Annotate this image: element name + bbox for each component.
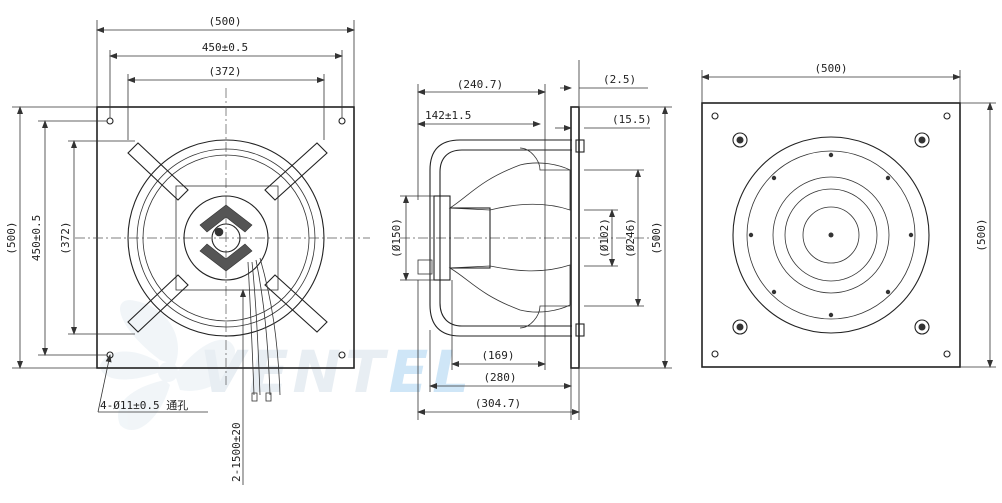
front-hub-fins <box>199 204 253 272</box>
rear-ring-3 <box>772 176 890 294</box>
rear-dim-right: (500) <box>975 218 988 251</box>
rear-ring-2 <box>746 150 916 320</box>
side-dim-500: (500) <box>650 221 663 254</box>
side-dim-d150: (Ø150) <box>390 218 403 258</box>
side-dims-top: (240.7) (2.5) 142±1.5 (15.5) <box>417 60 652 200</box>
rear-dims: (500) (500) <box>701 62 996 368</box>
front-dim-top-inner: (372) <box>208 65 241 78</box>
front-view: (500) 450±0.5 (372) (500) 450±0.5 (372) <box>5 15 370 485</box>
rear-ring-5 <box>802 206 860 264</box>
front-dim-left-holes: 450±0.5 <box>30 215 43 261</box>
front-plate <box>96 106 355 369</box>
side-dim-280: (280) <box>483 371 516 384</box>
watermark-brand-main: VENT <box>200 338 389 406</box>
front-ring-2 <box>136 148 316 328</box>
rear-plate <box>701 102 961 368</box>
rear-ring-4 <box>784 188 878 282</box>
side-dims-vertical: (Ø150) (Ø102) (Ø246) (500) <box>390 106 672 369</box>
front-motor-hub <box>183 195 269 281</box>
front-dim-top-overall: (500) <box>208 15 241 28</box>
front-cable-note-text: 2-1500±20 <box>230 422 243 482</box>
side-dim-304: (304.7) <box>475 397 521 410</box>
front-cables <box>247 257 281 402</box>
side-dim-240: (240.7) <box>457 78 503 91</box>
svg-text:VENTEL: VENTEL <box>200 338 473 406</box>
side-dim-d102: (Ø102) <box>598 218 611 258</box>
front-hole-note: 4-Ø11±0.5 通孔 <box>97 354 208 413</box>
side-dim-142: 142±1.5 <box>425 109 471 122</box>
side-motor <box>417 195 491 281</box>
side-dims-bottom: (169) (280) (304.7) <box>417 280 580 420</box>
rear-corner-holes <box>711 112 951 358</box>
front-dim-left-inner: (372) <box>59 221 72 254</box>
side-bolts <box>575 139 585 337</box>
side-dim-15-5: (15.5) <box>612 113 652 126</box>
front-dims-top: (500) 450±0.5 (372) <box>96 15 355 140</box>
front-hole-note-text: 4-Ø11±0.5 通孔 <box>100 399 188 412</box>
front-ring-3 <box>142 154 310 322</box>
side-dim-d246: (Ø246) <box>624 218 637 258</box>
side-view: (240.7) (2.5) 142±1.5 (15.5) (Ø150) (Ø10… <box>390 60 672 420</box>
watermark: VENTEL <box>100 300 473 431</box>
rear-view: (500) (500) <box>701 62 996 368</box>
front-inner-square <box>175 185 279 291</box>
front-dim-left-overall: (500) <box>5 221 18 254</box>
front-dims-left: (500) 450±0.5 (372) <box>5 106 135 369</box>
side-plate <box>570 106 580 369</box>
side-frame <box>429 139 572 337</box>
rear-ring-holes <box>748 152 914 318</box>
side-blades <box>448 147 571 329</box>
watermark-brand-accent: EL <box>389 338 474 406</box>
front-guard-bars <box>127 142 328 333</box>
front-dim-top-holes: 450±0.5 <box>202 41 248 54</box>
side-dim-2-5: (2.5) <box>603 73 636 86</box>
front-cable-note: 2-1500±20 <box>230 289 246 485</box>
rear-bolt-bosses <box>732 132 930 335</box>
side-dim-169: (169) <box>481 349 514 362</box>
rear-ring-outer <box>732 136 930 334</box>
front-outer-ring <box>127 139 325 337</box>
rear-dim-top: (500) <box>814 62 847 75</box>
rear-center-dot <box>828 232 834 238</box>
